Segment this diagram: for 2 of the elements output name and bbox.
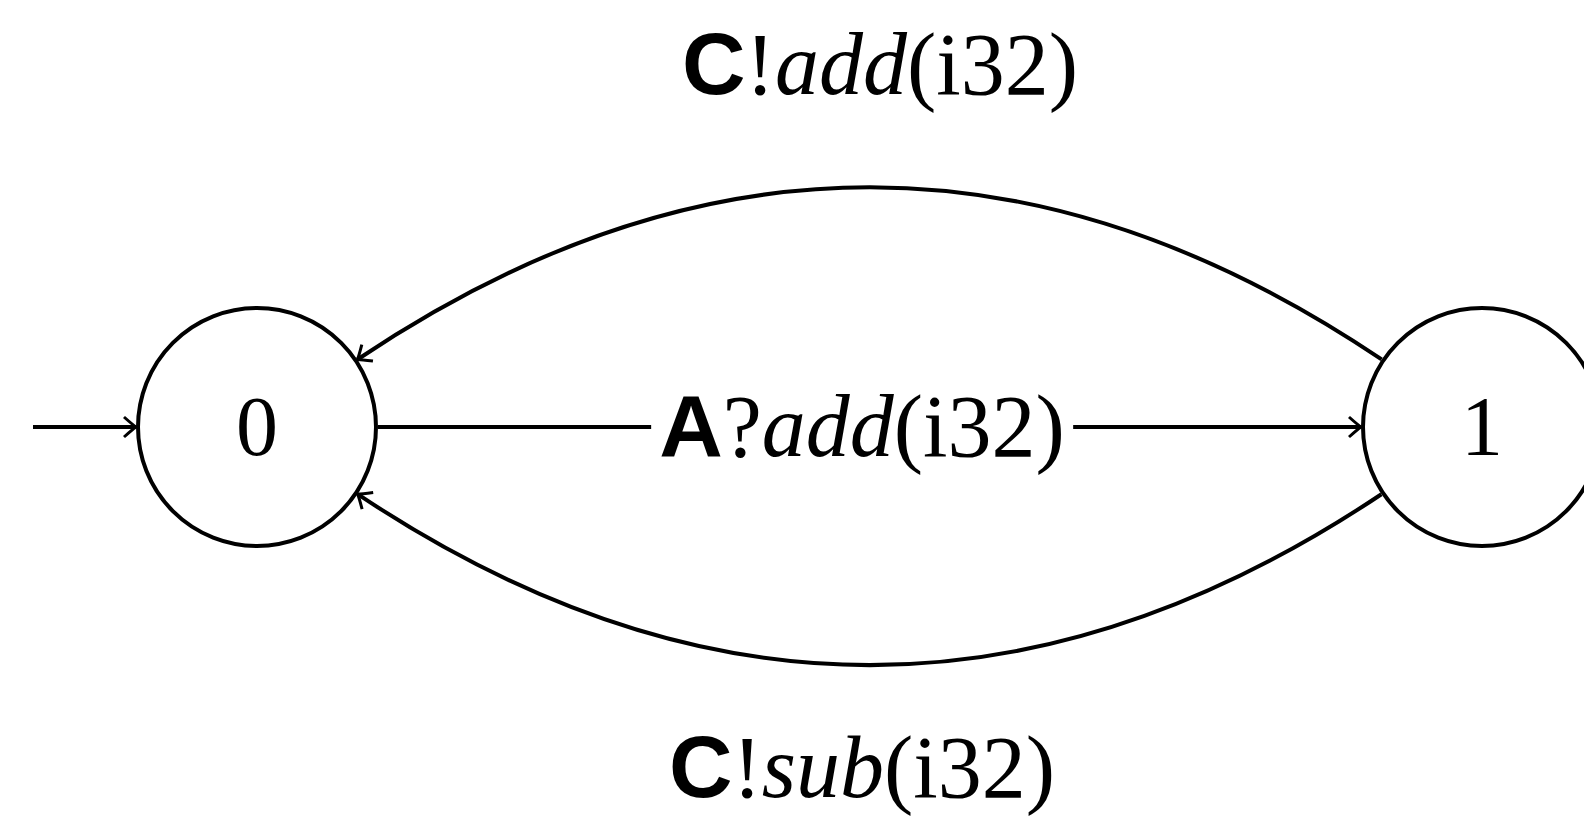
state-label: 1 [1461,385,1503,469]
state-label: 0 [236,385,278,469]
